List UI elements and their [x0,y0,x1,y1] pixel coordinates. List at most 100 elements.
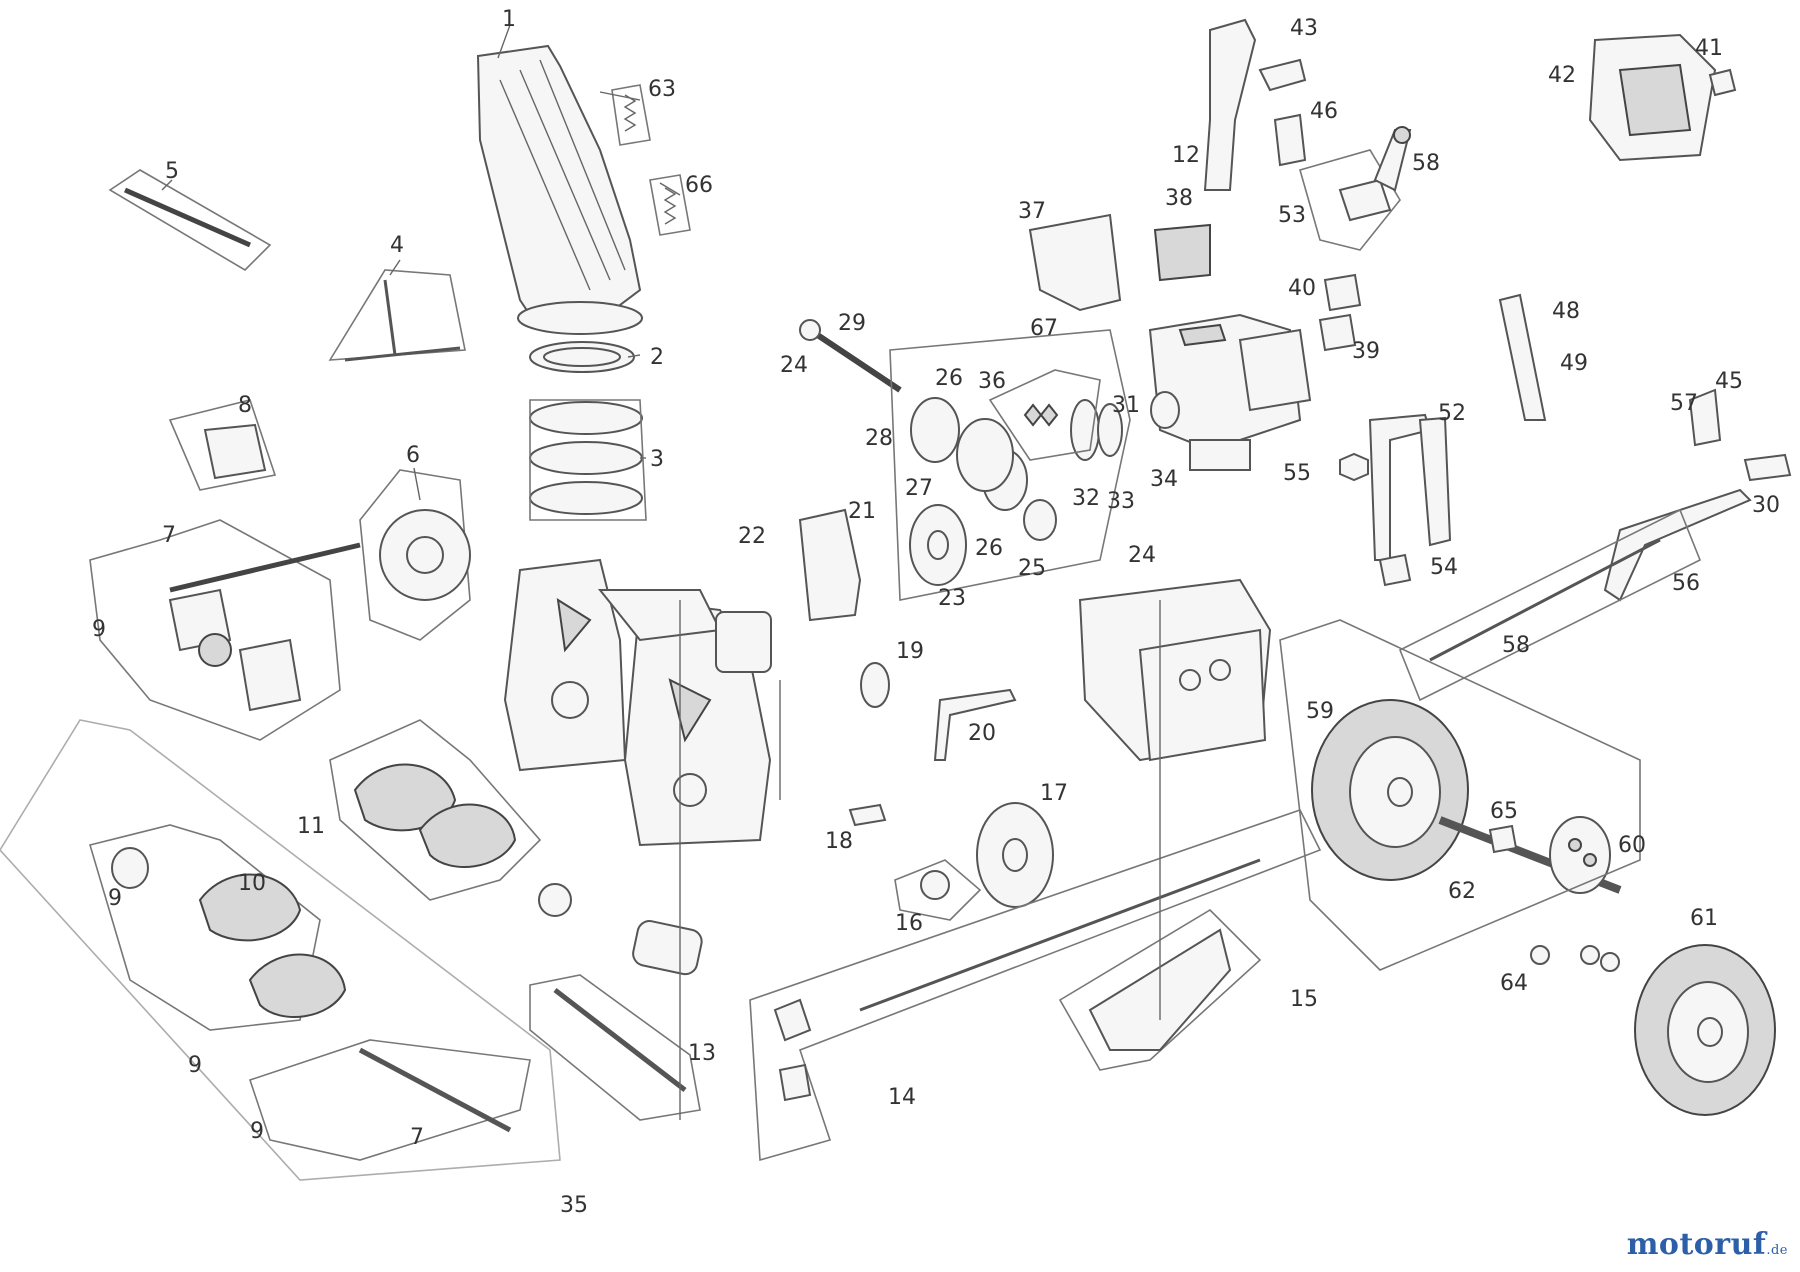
label-40: 40 [1288,276,1316,301]
bracket-41 [1708,68,1737,97]
label-57: 57 [1670,391,1698,416]
bearing-26 [910,397,1028,511]
label-54: 54 [1430,555,1458,580]
label-48: 48 [1552,299,1580,324]
label-18: 18 [825,829,853,854]
engine [1148,313,1312,471]
label-63: 63 [648,77,676,102]
label-61: 61 [1690,906,1718,931]
label-26-b: 26 [975,536,1003,561]
label-30: 30 [1752,493,1780,518]
bar-52 [1368,413,1452,561]
watermark-text: motoruf [1626,1227,1767,1262]
lever-20 [933,688,1017,761]
pulley-hub-16 [894,859,982,921]
label-29: 29 [838,311,866,336]
skid-shoe-13 [529,974,701,1121]
label-67: 67 [1030,316,1058,341]
label-66: 66 [685,173,713,198]
discharge-chute [476,44,643,335]
label-6: 6 [406,443,420,468]
control-panel-53 [1299,149,1401,251]
label-2: 2 [650,345,664,370]
auger-housing [503,558,772,847]
label-42: 42 [1548,63,1576,88]
hub-cap-60 [1549,816,1611,894]
label-37: 37 [1018,199,1046,224]
cover-42 [1588,33,1717,162]
spring-66 [649,174,691,236]
label-17: 17 [1040,781,1068,806]
label-65: 65 [1490,799,1518,824]
grip-46 [1273,113,1307,167]
label-25: 25 [1018,556,1046,581]
label-24-a: 24 [780,353,808,378]
label-60: 60 [1618,833,1646,858]
wheel-group-frame [1279,619,1641,971]
part-number-labels: 1 2 3 4 5 6 7 7 8 9 9 9 9 10 11 12 13 14… [92,7,1780,1218]
group-outlines [0,600,1161,1181]
watermark-tld: .de [1766,1243,1788,1258]
label-7-upper: 7 [162,523,176,548]
label-62: 62 [1448,879,1476,904]
belt-cover-22 [798,508,862,622]
label-19: 19 [896,639,924,664]
label-58-a: 58 [1412,151,1440,176]
belt-guard-18 [848,803,887,827]
label-14: 14 [888,1085,916,1110]
scraper-bar [248,1039,531,1161]
cable-58 [1398,508,1702,702]
label-10: 10 [238,871,266,896]
label-9-a: 9 [92,617,106,642]
pulley-19 [860,662,890,708]
label-39: 39 [1352,339,1380,364]
label-24-b: 24 [1128,543,1156,568]
chute-collar [529,341,635,373]
label-46: 46 [1310,99,1338,124]
pulley-27 [909,504,967,586]
label-38: 38 [1165,186,1193,211]
main-frame [1078,578,1272,762]
leader-lines [161,24,681,501]
knob-55 [1339,452,1369,482]
wheel-61 [1634,944,1776,1116]
chute-bracket [328,269,466,362]
label-32: 32 [1072,486,1100,511]
label-12: 12 [1172,143,1200,168]
auger-left [88,824,347,1031]
label-8: 8 [238,393,252,418]
label-5: 5 [165,159,179,184]
label-23: 23 [938,586,966,611]
label-41: 41 [1695,36,1723,61]
pulley-31 [1070,399,1123,461]
skid-shoe-loop [632,920,703,976]
bearing-25 [1023,499,1057,541]
label-45: 45 [1715,369,1743,394]
impeller [359,469,471,641]
label-64: 64 [1500,971,1528,996]
label-56: 56 [1672,571,1700,596]
label-58-b: 58 [1502,633,1530,658]
chute-crank-rod [108,169,272,272]
bushing-64 [1530,945,1620,972]
label-15: 15 [1290,987,1318,1012]
shift-lever-58 [1373,126,1412,192]
label-9-c: 9 [188,1053,202,1078]
drive-pulley [976,802,1054,908]
label-59: 59 [1306,699,1334,724]
label-27: 27 [905,476,933,501]
label-9-d: 9 [250,1119,264,1144]
label-55: 55 [1283,461,1311,486]
label-3: 3 [650,447,664,472]
label-49: 49 [1560,351,1588,376]
clip-54 [1378,553,1412,587]
label-13: 13 [688,1041,716,1066]
auger-bracket-8 [168,399,277,491]
label-53: 53 [1278,203,1306,228]
label-22: 22 [738,524,766,549]
auger-right [329,719,572,917]
chute-rotation-ring [529,399,647,521]
rod-45 [1688,388,1722,447]
label-52: 52 [1438,401,1466,426]
label-43: 43 [1290,16,1318,41]
